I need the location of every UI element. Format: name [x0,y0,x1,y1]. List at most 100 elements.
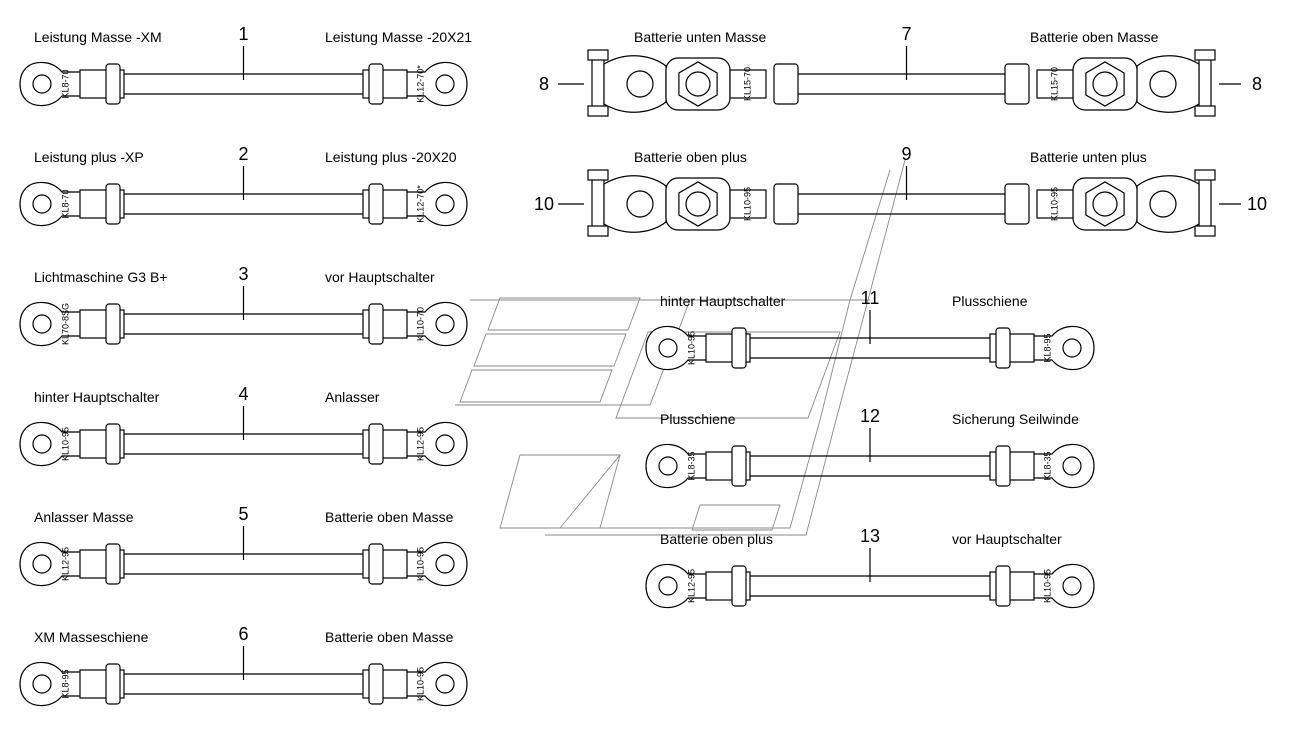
hex-nut [1085,61,1125,107]
bolt-nut [587,105,609,117]
lug-hole [32,194,52,214]
lug-size-tag: KL12-95 [60,547,70,581]
shrink-sleeve [105,543,121,585]
lug-size-tag: KL8-70 [60,69,70,98]
shrink-sleeve [1004,63,1030,105]
right-endpoint-label: Batterie oben Masse [325,509,454,525]
bolt-head [587,49,609,61]
lug-size-tag: KL10-95 [1049,187,1059,221]
terminal-hole [626,190,654,218]
terminal-hole [1149,190,1177,218]
lug-hole [32,554,52,574]
lug-size-tag: KL15-70 [1049,67,1059,101]
bolt-nut [587,225,609,237]
cable-number: 6 [238,624,248,644]
shrink-sleeve [368,183,384,225]
shrink-sleeve [368,663,384,705]
lug-hole [32,674,52,694]
lug-hole [658,576,678,596]
ring-lug [645,325,706,371]
left-callout-number: 8 [539,74,549,94]
shrink-sleeve [731,445,747,487]
clamp-jaw [603,175,667,233]
lug-size-tag: KL8-95 [60,669,70,698]
ring-lug [19,661,80,707]
left-endpoint-label: Plusschiene [660,411,736,427]
nut-bore [685,191,711,217]
lug-size-tag: KL8-70 [60,189,70,218]
ring-lug [407,661,468,707]
shrink-sleeve [105,663,121,705]
nut-bore [1092,191,1118,217]
ring-lug [407,301,468,347]
right-endpoint-label: Batterie unten plus [1030,149,1147,165]
clamp-bolt [591,53,605,115]
shrink-sleeve [995,565,1011,607]
nut-bore [685,71,711,97]
bolt-nut [1194,225,1216,237]
cable-number: 1 [238,24,248,44]
right-endpoint-label: Plusschiene [952,293,1028,309]
crimp-barrel [729,189,767,219]
shrink-sleeve [105,63,121,105]
ring-lug [645,563,706,609]
left-endpoint-label: Leistung Masse -XM [34,29,162,45]
shrink-sleeve [773,63,799,105]
shrink-sleeve [773,183,799,225]
shrink-sleeve [368,63,384,105]
clamp-bolt [1198,173,1212,235]
lug-size-tag: KL10-95 [686,331,696,365]
hex-nut [1085,181,1125,227]
right-endpoint-label: Batterie oben Masse [325,629,454,645]
shrink-sleeve [368,423,384,465]
left-endpoint-label: XM Masseschiene [34,629,149,645]
right-endpoint-label: Batterie oben Masse [1030,29,1159,45]
clamp-bolt [591,173,605,235]
ring-lug [645,443,706,489]
cable-number: 9 [901,144,911,164]
terminal-hole [1149,70,1177,98]
lug-size-tag: KL8-35 [1042,451,1052,480]
cable-number: 5 [238,504,248,524]
clamp-jaw [603,55,667,113]
lug-hole [435,74,455,94]
ring-lug [407,181,468,227]
left-endpoint-label: hinter Hauptschalter [660,293,786,309]
lug-hole [435,554,455,574]
ring-lug [407,421,468,467]
lug-hole [1062,338,1082,358]
ring-lug [407,541,468,587]
lug-size-tag: KL12-70* [415,65,425,103]
bolt-head [587,169,609,181]
ring-lug [1034,443,1095,489]
lug-size-tag: KL10-95 [1042,569,1052,603]
hex-nut [678,181,718,227]
terminal-hole [626,70,654,98]
right-callout-number: 10 [1247,194,1267,214]
lug-hole [32,74,52,94]
cable-number: 13 [860,526,880,546]
lug-hole [658,338,678,358]
shrink-sleeve [731,565,747,607]
left-endpoint-label: Batterie oben plus [634,149,747,165]
shrink-sleeve [368,303,384,345]
left-callout-number: 10 [534,194,554,214]
lug-hole [1062,576,1082,596]
ring-lug [19,61,80,107]
lug-hole [435,434,455,454]
nut-bore [1092,71,1118,97]
lug-size-tag: KL12-95 [415,427,425,461]
lug-hole [1062,456,1082,476]
clamp-jaw [1136,55,1200,113]
lug-size-tag: KL10-70 [415,307,425,341]
crimp-barrel [729,69,767,99]
